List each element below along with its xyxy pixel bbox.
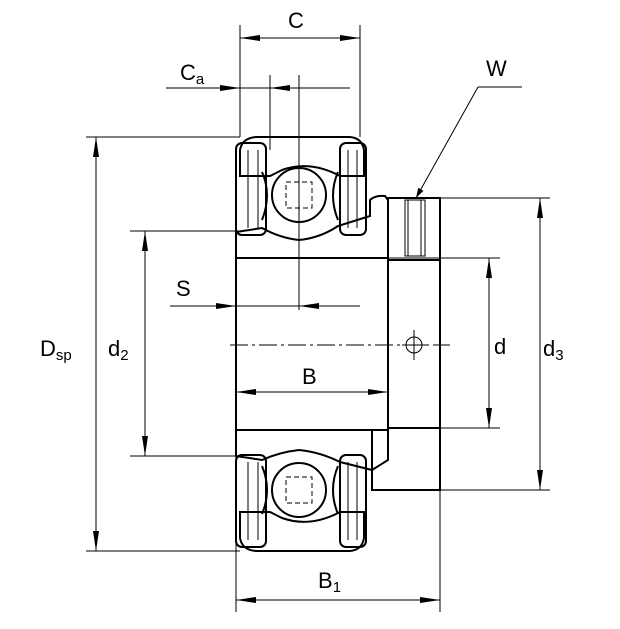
- dim-d3: [440, 197, 550, 491]
- label-B1: B1: [318, 568, 341, 596]
- label-C: C: [288, 8, 304, 33]
- locking-collar: [371, 197, 441, 491]
- outer-ring-bottom: [235, 454, 367, 552]
- label-d: d: [494, 334, 506, 359]
- ball-top: [261, 167, 339, 223]
- dim-Ca: [166, 75, 350, 150]
- dim-d: [388, 257, 500, 429]
- label-Dsp: Dsp: [40, 336, 72, 364]
- outer-ring-top: [235, 136, 367, 236]
- dim-C: [239, 25, 361, 137]
- label-W: W: [486, 56, 507, 81]
- label-d3: d3: [543, 336, 564, 364]
- inner-ring-top: [235, 194, 389, 259]
- label-S: S: [176, 276, 191, 301]
- leader-W: [415, 86, 522, 199]
- dim-d2: [130, 230, 236, 457]
- label-Ca: Ca: [180, 60, 205, 88]
- dim-B1: [235, 430, 441, 612]
- dim-Dsp: [86, 136, 240, 552]
- ball-bottom: [261, 462, 339, 518]
- label-d2: d2: [108, 336, 129, 364]
- label-B: B: [302, 364, 317, 389]
